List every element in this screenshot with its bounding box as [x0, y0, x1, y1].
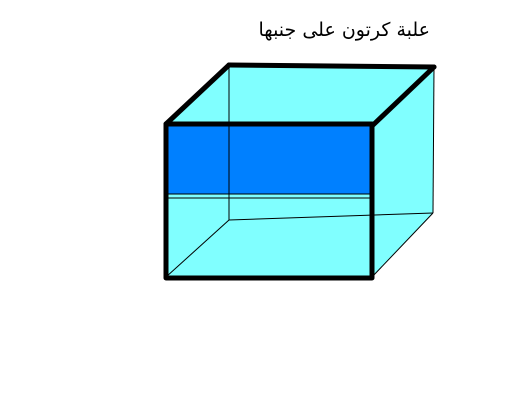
diagram-caption: علبة كرتون على جنبها [258, 19, 430, 41]
box-right-face [372, 67, 434, 277]
box-hidden-edges [165, 65, 434, 278]
box-top-face [166, 65, 434, 126]
box-visible-edges [163, 62, 437, 281]
box-back-edges [371, 66, 435, 278]
box-front-band [166, 124, 372, 194]
